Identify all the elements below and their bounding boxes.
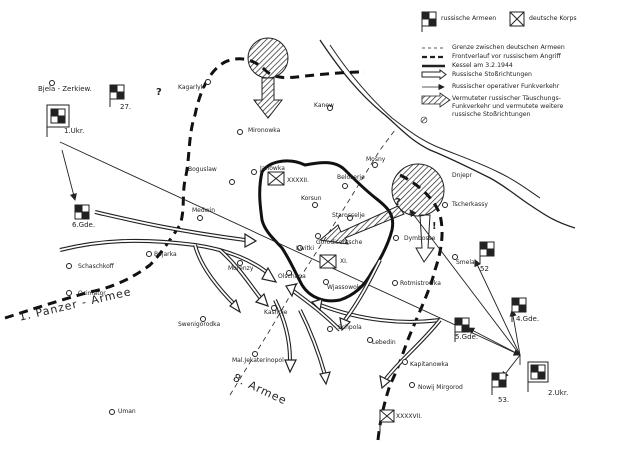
town-korsun: Korsun <box>301 195 322 202</box>
town-rotmistrowka: Rotmistrowka <box>400 280 441 287</box>
front-line <box>4 57 366 320</box>
town-smela: Smela <box>456 259 475 266</box>
town-swenigorodka: Swenigorodka <box>178 321 221 328</box>
town-kwitki: Kwitki <box>296 245 315 252</box>
town-medwin: Medwin <box>192 207 216 214</box>
deception-circle-east <box>391 163 445 217</box>
town-wjassowok: Wjassowok <box>327 284 361 291</box>
town-dymbosse: Dymbosse <box>404 235 436 242</box>
town-kapitanowka: Kapitanowka <box>410 361 449 368</box>
unit-label-53: 53. <box>498 396 510 404</box>
unit-label-2ukr: 2.Ukr. <box>548 389 569 397</box>
unit-label-6gde: 6.Gde. <box>72 221 96 229</box>
dnjepr-river-bank <box>329 44 541 199</box>
deception-arrow-east <box>318 205 405 245</box>
legend-deception-2: Funkverkehr und vermutete weitere <box>452 103 564 110</box>
town-uman: Uman <box>118 408 136 415</box>
town-starosselje: Starosselje <box>332 212 365 219</box>
legend-boundary: Grenze zwischen deutschen Armeen <box>452 44 565 51</box>
german-corps-symbols <box>267 171 395 432</box>
town-tscherkassy: Tscherkassy <box>452 201 488 208</box>
town-nowij-mirgorod: Nowij Mirgorod <box>418 384 463 391</box>
legend-german-corps: deutsche Korps <box>529 15 577 22</box>
town-lebedin: Lebedin <box>372 339 396 346</box>
town-kagarlyk: Kagarlyk <box>178 84 205 91</box>
legend-pocket: Kessel am 3.2.1944 <box>452 62 513 69</box>
town-markers <box>49 79 458 415</box>
town-morenzy: Morenzy <box>228 265 254 272</box>
unit-label-1ukr: 1.Ukr. <box>64 127 85 135</box>
town-kasnoje: Kasnoje <box>264 309 288 316</box>
unit-label-5gde: 5.Gde. <box>455 333 479 341</box>
legend-symbols <box>420 11 525 124</box>
corps-label-xi: XI. <box>340 258 348 265</box>
town-mironowka: Mironowka <box>248 127 281 134</box>
unit-label-question: ? <box>156 87 162 98</box>
deception-arrow-north <box>252 77 284 119</box>
legend-russian-armies: russische Armeen <box>441 15 497 22</box>
town-mal-jekaterinopol: Mal.Jekaterinopol <box>232 357 284 364</box>
legend-deception-3: russische Stoßrichtungen <box>452 111 531 118</box>
deception-arrow-east2 <box>415 214 435 263</box>
radio-traffic-lines <box>59 141 521 379</box>
town-schaschkoff: Schaschkoff <box>78 263 114 270</box>
thrust-arrowheads <box>229 232 392 390</box>
legend-front: Frontverlauf vor russischem Angriff <box>452 53 561 60</box>
legend-radio: Russischer operativer Funkverkehr <box>452 83 560 90</box>
dnjepr-river <box>319 39 576 229</box>
front-line-south <box>376 173 444 441</box>
river-dnjepr: Dnjepr <box>452 172 473 179</box>
town-gorodischtsche: Gorodischtsche <box>316 239 363 246</box>
army-boundary-line <box>229 129 396 396</box>
unit-label-4gde: 4.Gde. <box>516 315 540 323</box>
town-mosny: Mosny <box>366 156 386 163</box>
town-bjela: Bjela - Zerkiew. <box>38 85 92 93</box>
town-beloserje: Beloserje <box>337 174 365 181</box>
legend-deception-1: Vermuteter russischer Täuschungs- <box>452 95 561 102</box>
unit-label-exclamation: ! <box>432 221 437 232</box>
unit-label-52: 52 <box>480 265 489 273</box>
town-bojarka: Bojarka <box>154 251 177 258</box>
corps-label-xxxxvii: XXXXVII. <box>396 413 422 420</box>
town-olschana: Olschana <box>278 273 306 280</box>
town-boguslaw: Boguslaw <box>188 166 217 173</box>
corps-label-xxxxii: XXXXII. <box>287 177 309 184</box>
deception-label-question: ? <box>395 197 401 208</box>
town-ocimator: Ocimator <box>78 290 106 297</box>
thrust-group <box>59 210 442 382</box>
town-kanew: Kanew <box>314 102 334 109</box>
legend-thrusts: Russische Stoßrichtungen <box>452 71 532 78</box>
town-janowka: Janowka <box>260 165 285 172</box>
town-schpola: Schpola <box>338 324 362 331</box>
deception-circle-north <box>247 37 289 79</box>
russian-army-symbols <box>46 84 549 395</box>
unit-label-27: 27. <box>120 103 132 111</box>
